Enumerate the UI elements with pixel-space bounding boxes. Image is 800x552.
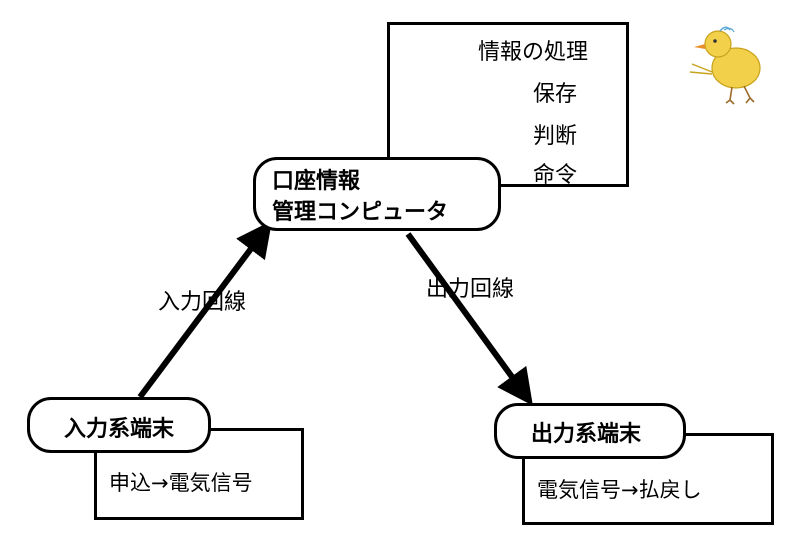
processing-box bbox=[387, 22, 629, 187]
input-description: 申込→電気信号 bbox=[109, 471, 253, 495]
processing-item-save: 保存 bbox=[533, 82, 578, 107]
center-title-line1: 口座情報 bbox=[272, 169, 361, 194]
account-computer-node bbox=[253, 157, 501, 231]
processing-item-judge: 判断 bbox=[533, 124, 578, 149]
output-line-arrow bbox=[405, 232, 533, 406]
input-terminal-node bbox=[27, 397, 211, 453]
processing-heading: 情報の処理 bbox=[478, 40, 589, 65]
input-line-label: 入力回線 bbox=[158, 290, 247, 315]
output-terminal-node bbox=[494, 403, 686, 459]
processing-item-command: 命令 bbox=[533, 163, 578, 188]
output-line-label: 出力回線 bbox=[426, 277, 515, 302]
yellow-chick-icon bbox=[689, 26, 761, 105]
output-description: 電気信号→払戻し bbox=[537, 478, 702, 502]
input-terminal-label: 入力系端末 bbox=[64, 417, 175, 442]
center-title-line2: 管理コンピュータ bbox=[272, 200, 449, 225]
output-terminal-label: 出力系端末 bbox=[531, 422, 642, 447]
input-line-arrow bbox=[137, 220, 273, 399]
